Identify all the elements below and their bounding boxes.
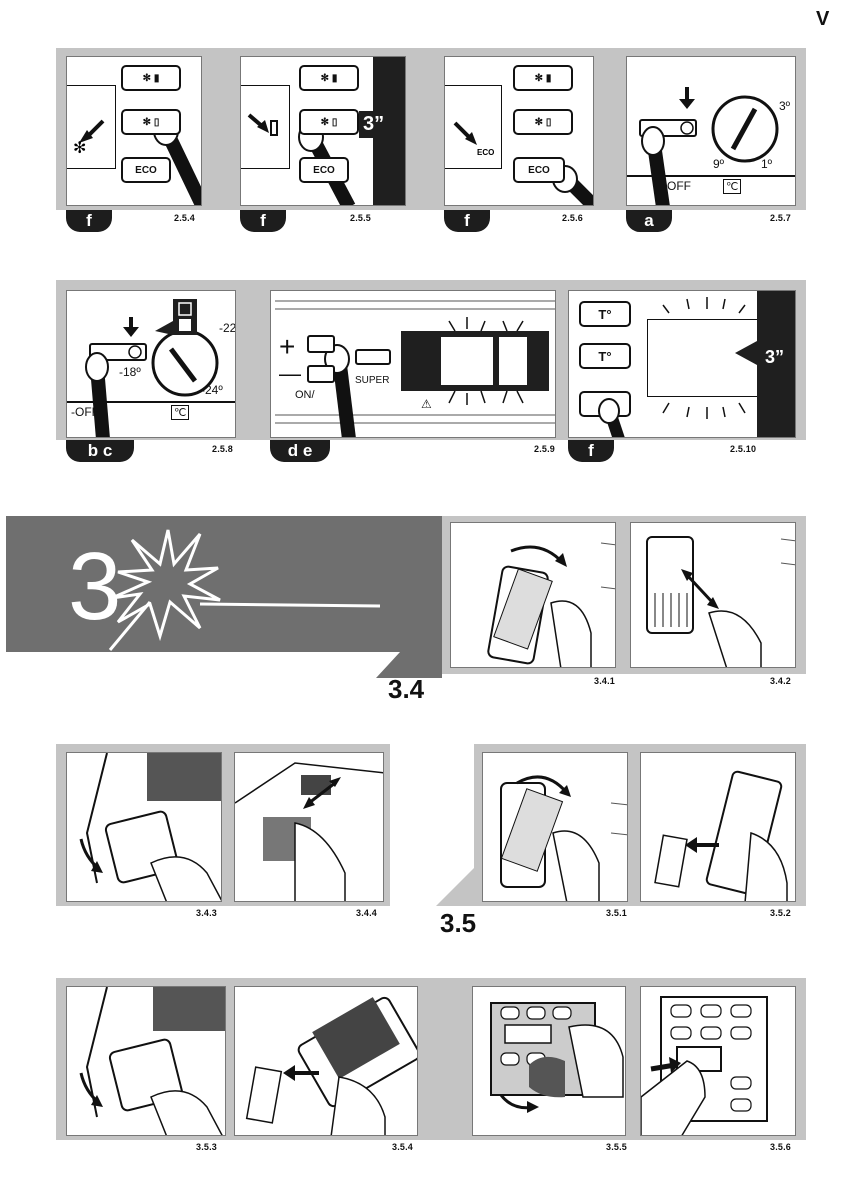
plus-label: + [279, 331, 295, 363]
minus-label: — [279, 361, 301, 387]
dial-label-left: 9º [713, 157, 724, 171]
fast-freeze-button[interactable]: ✻ ▮ [513, 65, 573, 91]
filter-insert-drawing [235, 987, 418, 1136]
fast-freeze-button[interactable]: ✻ ▮ [299, 65, 359, 91]
panel-3-4-4 [234, 752, 384, 902]
figure-number: 2.5.7 [770, 213, 791, 223]
panel-3-5-5 [472, 986, 626, 1136]
panel-3-5-4 [234, 986, 418, 1136]
panel-3-4-2 [630, 522, 796, 668]
step-tab-a: a [626, 210, 672, 232]
filter-pull-drawing [235, 753, 384, 902]
timer-label: 3” [373, 56, 406, 206]
filter-rotate-drawing [451, 523, 616, 668]
step-tab-f: f [444, 210, 490, 232]
step-tab-bc: b c [66, 440, 134, 462]
dial-label-top: 3º [779, 99, 790, 113]
unit-label: ℃ [171, 405, 189, 420]
eco-button[interactable]: ECO [513, 157, 565, 183]
panel-2-5-4: ✻ ✻ ▮ ✻ ▯ ECO [66, 56, 202, 206]
figure-number: 3.4.3 [196, 908, 217, 918]
figure-number: 2.5.10 [730, 444, 756, 454]
temperature-dial-icon [627, 57, 796, 206]
svg-text:✻: ✻ [73, 138, 86, 157]
filter-rotate-drawing [483, 753, 628, 902]
figure-number: 3.5.3 [196, 1142, 217, 1152]
timer-label: 3” [765, 347, 784, 368]
panel-2-5-9: + — ON/ SUPER ⚠ [270, 290, 556, 438]
figure-number: 3.5.6 [770, 1142, 791, 1152]
figure-number: 3.5.5 [606, 1142, 627, 1152]
fast-chill-button[interactable]: ✻ ▯ [513, 109, 573, 135]
eco-button[interactable]: ECO [299, 157, 349, 183]
filter-cover-drawing [67, 987, 226, 1136]
panel-3-5-1 [482, 752, 628, 902]
filter-press-drawing [641, 987, 796, 1136]
onoff-label: ON/ [295, 389, 315, 401]
plus-button[interactable] [307, 335, 335, 353]
subsection-3-4: 3.4 [388, 674, 424, 705]
figure-number: 2.5.9 [534, 444, 555, 454]
figure-number: 2.5.4 [174, 213, 195, 223]
figure-number: 2.5.8 [212, 444, 233, 454]
panel-3-5-2 [640, 752, 796, 902]
figure-number: 3.5.4 [392, 1142, 413, 1152]
filter-remove-drawing [631, 523, 796, 668]
dial-label-left: -18º [119, 365, 141, 379]
off-label: -OFF [71, 405, 99, 419]
super-label: SUPER [355, 375, 389, 386]
display-flash-lines [569, 291, 796, 438]
eco-button[interactable]: ECO [121, 157, 171, 183]
figure-number: 3.5.2 [770, 908, 791, 918]
panel-3-4-1 [450, 522, 616, 668]
panel-2-5-8: -18º -24º -22 -OFF ℃ [66, 290, 236, 438]
panel-2-5-6: ECO ✻ ▮ ✻ ▯ ECO [444, 56, 594, 206]
subsection-3-5: 3.5 [440, 908, 476, 939]
panel-3-5-6 [640, 986, 796, 1136]
section-number: 3 [68, 532, 121, 642]
filter-cover-drawing [67, 753, 222, 902]
page-marker: V [816, 8, 829, 31]
step-tab-f: f [240, 210, 286, 232]
panel-3-4-3 [66, 752, 222, 902]
panel-3-5-3 [66, 986, 226, 1136]
figure-number: 3.4.2 [770, 676, 791, 686]
fast-freeze-button[interactable]: ✻ ▮ [121, 65, 181, 91]
warning-icon: ⚠ [421, 397, 432, 411]
figure-number: 2.5.5 [350, 213, 371, 223]
dial-label-right: 1º [761, 157, 772, 171]
step-tab-f: f [568, 440, 614, 462]
unit-label: ℃ [723, 179, 741, 194]
panel-2-5-10: T° T° 3” [568, 290, 796, 438]
fast-chill-button[interactable]: ✻ ▯ [299, 109, 359, 135]
figure-number: 3.4.4 [356, 908, 377, 918]
dial-label-bottom: -24º [201, 383, 223, 397]
minus-button[interactable] [307, 365, 335, 383]
fast-chill-button[interactable]: ✻ ▯ [121, 109, 181, 135]
super-button[interactable] [355, 349, 391, 365]
dial-label-top: -22 [219, 321, 236, 335]
filter-peel-drawing [473, 987, 626, 1136]
figure-number: 2.5.6 [562, 213, 583, 223]
step-tab-f: f [66, 210, 112, 232]
svg-text:ECO: ECO [477, 148, 494, 157]
figure-number: 3.4.1 [594, 676, 615, 686]
off-label: OFF [667, 179, 691, 193]
step-tab-de: d e [270, 440, 330, 462]
panel-2-5-7: 9º 1º 3º OFF ℃ [626, 56, 796, 206]
panel-2-5-5: ✻ ▮ ✻ ▯ ECO 3” [240, 56, 406, 206]
figure-number: 3.5.1 [606, 908, 627, 918]
filter-replace-drawing [641, 753, 796, 902]
